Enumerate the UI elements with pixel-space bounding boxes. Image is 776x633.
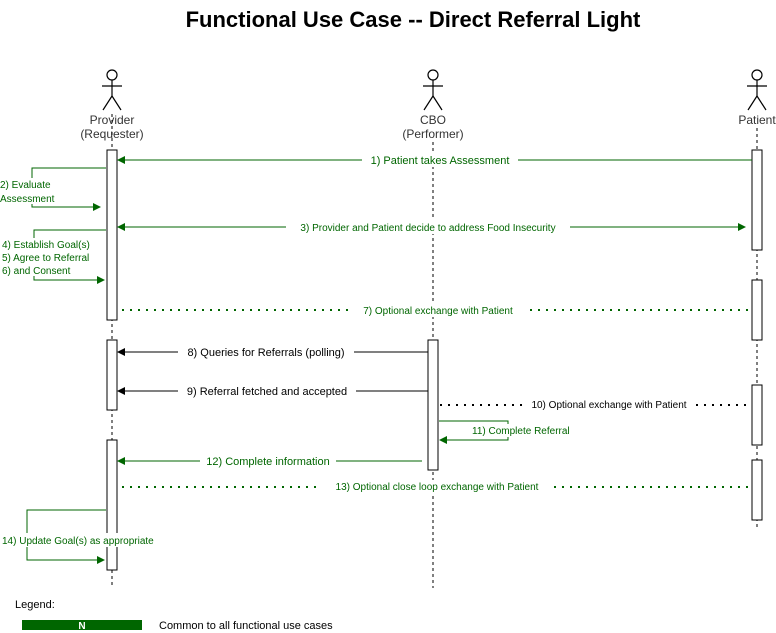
activation-patient-3 — [751, 384, 763, 446]
activation-patient-4 — [751, 459, 763, 521]
actor-cbo: CBO (Performer) — [402, 69, 464, 141]
message-8: 8) Queries for Referrals (polling) — [117, 345, 428, 359]
message-label: 5) Agree to Referral — [2, 253, 89, 264]
message-11: 11) Complete Referral — [439, 420, 580, 444]
message-label: 1) Patient takes Assessment — [371, 155, 510, 167]
message-label: 2) Evaluate — [0, 180, 51, 191]
message-label: 4) Establish Goal(s) — [2, 240, 90, 251]
activation-bars — [106, 149, 763, 571]
message-10: 10) Optional exchange with Patient — [440, 398, 748, 412]
message-label: Assessment — [0, 194, 55, 205]
stick-figure-icon — [102, 69, 122, 111]
stick-figure-icon — [747, 69, 767, 111]
stick-figure-icon — [423, 69, 443, 111]
diagram-title: Functional Use Case -- Direct Referral L… — [186, 7, 641, 32]
activation-provider-3 — [106, 439, 118, 571]
message-label: 6) and Consent — [2, 266, 71, 277]
message-13: 13) Optional close loop exchange with Pa… — [122, 480, 748, 494]
message-label: 8) Queries for Referrals (polling) — [187, 347, 344, 359]
actor-patient: Patient — [738, 69, 776, 127]
message-label: 7) Optional exchange with Patient — [363, 306, 513, 317]
legend-title: Legend: — [15, 599, 55, 611]
actor-name: CBO — [420, 113, 446, 127]
message-7: 7) Optional exchange with Patient — [122, 303, 748, 317]
message-label: 3) Provider and Patient decide to addres… — [300, 223, 555, 234]
actor-role: (Performer) — [402, 127, 463, 141]
legend-description: Common to all functional use cases — [159, 620, 333, 632]
activation-patient-2 — [751, 279, 763, 341]
actor-provider: Provider (Requester) — [80, 69, 144, 141]
actor-name: Patient — [738, 113, 776, 127]
message-label: 14) Update Goal(s) as appropriate — [2, 536, 154, 547]
message-label: 12) Complete information — [206, 456, 330, 468]
legend-badge: N — [78, 621, 85, 632]
message-3: 3) Provider and Patient decide to addres… — [117, 220, 746, 234]
message-4-6: 4) Establish Goal(s) 5) Agree to Referra… — [0, 229, 106, 284]
legend: Legend: N Common to all functional use c… — [15, 599, 333, 632]
activation-provider-1 — [106, 149, 118, 321]
message-label: 9) Referral fetched and accepted — [187, 386, 347, 398]
message-1: 1) Patient takes Assessment — [117, 153, 752, 167]
message-label: 13) Optional close loop exchange with Pa… — [336, 482, 539, 493]
activation-cbo-1 — [427, 339, 439, 471]
activation-patient-1 — [751, 149, 763, 251]
legend-color-swatch — [22, 620, 142, 630]
message-2: 2) Evaluate Assessment — [0, 167, 106, 211]
activation-provider-2 — [106, 339, 118, 411]
message-14: 14) Update Goal(s) as appropriate — [0, 509, 170, 564]
message-9: 9) Referral fetched and accepted — [117, 384, 428, 398]
message-12: 12) Complete information — [117, 454, 422, 468]
message-label: 10) Optional exchange with Patient — [531, 400, 686, 411]
message-label: 11) Complete Referral — [472, 426, 570, 437]
